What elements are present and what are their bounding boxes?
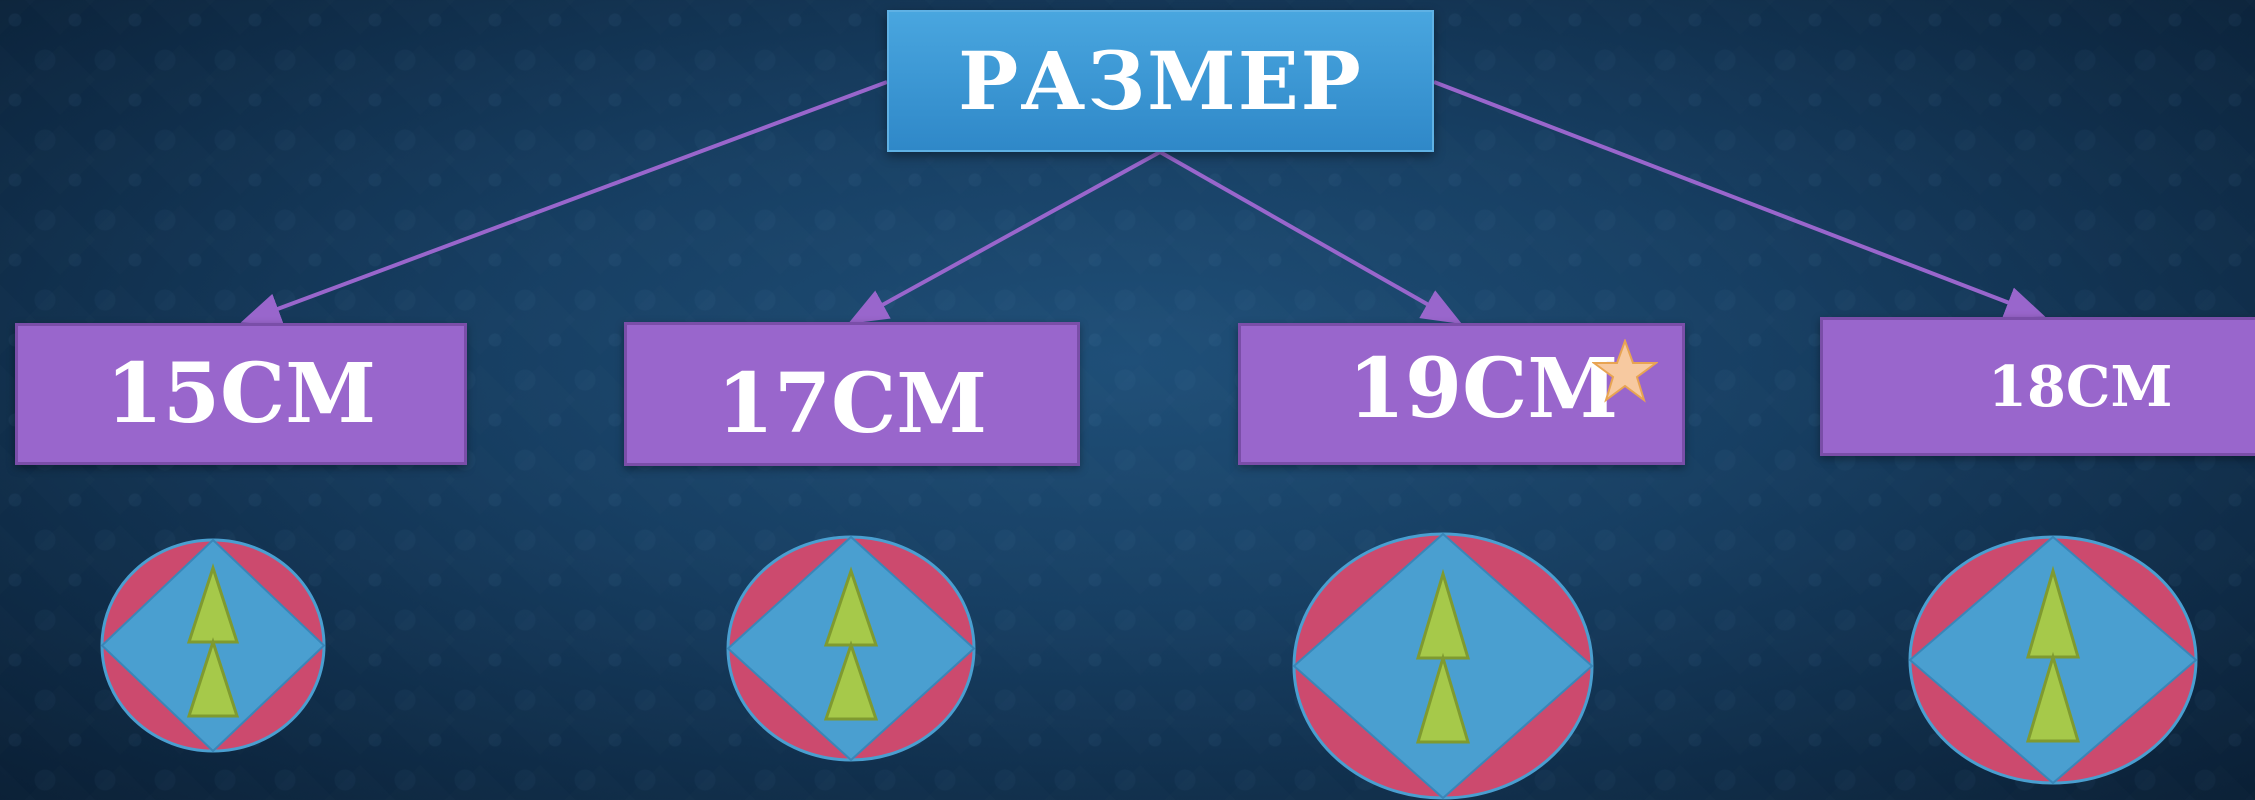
connector-line-2 [847, 150, 1161, 324]
connector-line-1 [240, 80, 888, 324]
connector-line-4 [1433, 80, 2046, 318]
size-label: 18СМ [1988, 353, 2173, 420]
size-label: 19СМ [1348, 341, 1619, 437]
emblem-icon [1292, 532, 1594, 800]
size-box-15: 15СМ [15, 323, 467, 465]
size-box-18: 18СМ [1820, 317, 2255, 456]
star-icon [1592, 339, 1658, 403]
emblem-icon [1908, 535, 2198, 785]
connector-line-3 [1159, 150, 1462, 324]
emblem-icon [100, 538, 326, 753]
size-label: 17СМ [716, 356, 988, 452]
title-box: РАЗМЕР [887, 10, 1434, 152]
size-box-17: 17СМ [624, 322, 1080, 466]
size-label: 15СМ [105, 346, 377, 442]
emblem-icon [726, 535, 976, 762]
size-box-19: 19СМ [1238, 323, 1685, 465]
